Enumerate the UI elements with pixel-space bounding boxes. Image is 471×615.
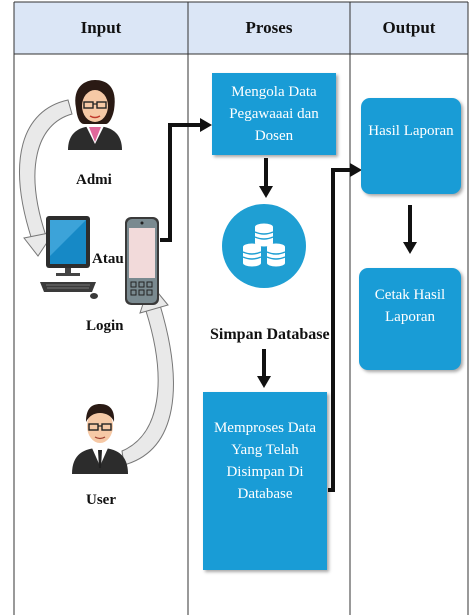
admin-avatar-icon bbox=[68, 80, 122, 150]
label-user: User bbox=[86, 492, 116, 508]
box-memproses-line-3: Disimpan Di bbox=[226, 464, 304, 480]
header-input: Input bbox=[80, 18, 122, 37]
box-mengola-line-2: Pegawaaai dan bbox=[229, 106, 319, 122]
box-cetak-hasil-laporan: Cetak Hasil Laporan bbox=[359, 268, 461, 370]
box-mengola-line-3: Dosen bbox=[254, 128, 294, 144]
box-mengola-data: Mengola Data Pegawaaai dan Dosen bbox=[212, 73, 336, 155]
label-login: Login bbox=[86, 318, 124, 334]
label-simpan-database: Simpan Database bbox=[210, 326, 330, 343]
desktop-computer-icon bbox=[40, 216, 98, 299]
box-memproses-line-4: Database bbox=[237, 486, 293, 502]
header-proses: Proses bbox=[245, 18, 293, 37]
box-hasil-laporan: Hasil Laporan bbox=[361, 98, 461, 194]
smartphone-icon bbox=[125, 217, 159, 305]
label-atau: Atau bbox=[92, 251, 124, 267]
box-memproses-line-2: Yang Telah bbox=[231, 442, 299, 458]
header-output: Output bbox=[382, 18, 436, 37]
box-mengola-line-1: Mengola Data bbox=[231, 84, 317, 100]
box-cetak-line-1: Cetak Hasil bbox=[374, 287, 446, 303]
database-icon bbox=[222, 204, 306, 288]
box-hasil-line-1: Hasil Laporan bbox=[368, 123, 454, 139]
box-memproses-line-1: Memproses Data bbox=[213, 420, 317, 436]
box-memproses-data: Memproses Data Yang Telah Disimpan Di Da… bbox=[203, 392, 327, 570]
label-admin: Admi bbox=[76, 172, 112, 188]
box-cetak-line-2: Laporan bbox=[385, 309, 435, 325]
user-avatar-icon bbox=[72, 404, 128, 474]
